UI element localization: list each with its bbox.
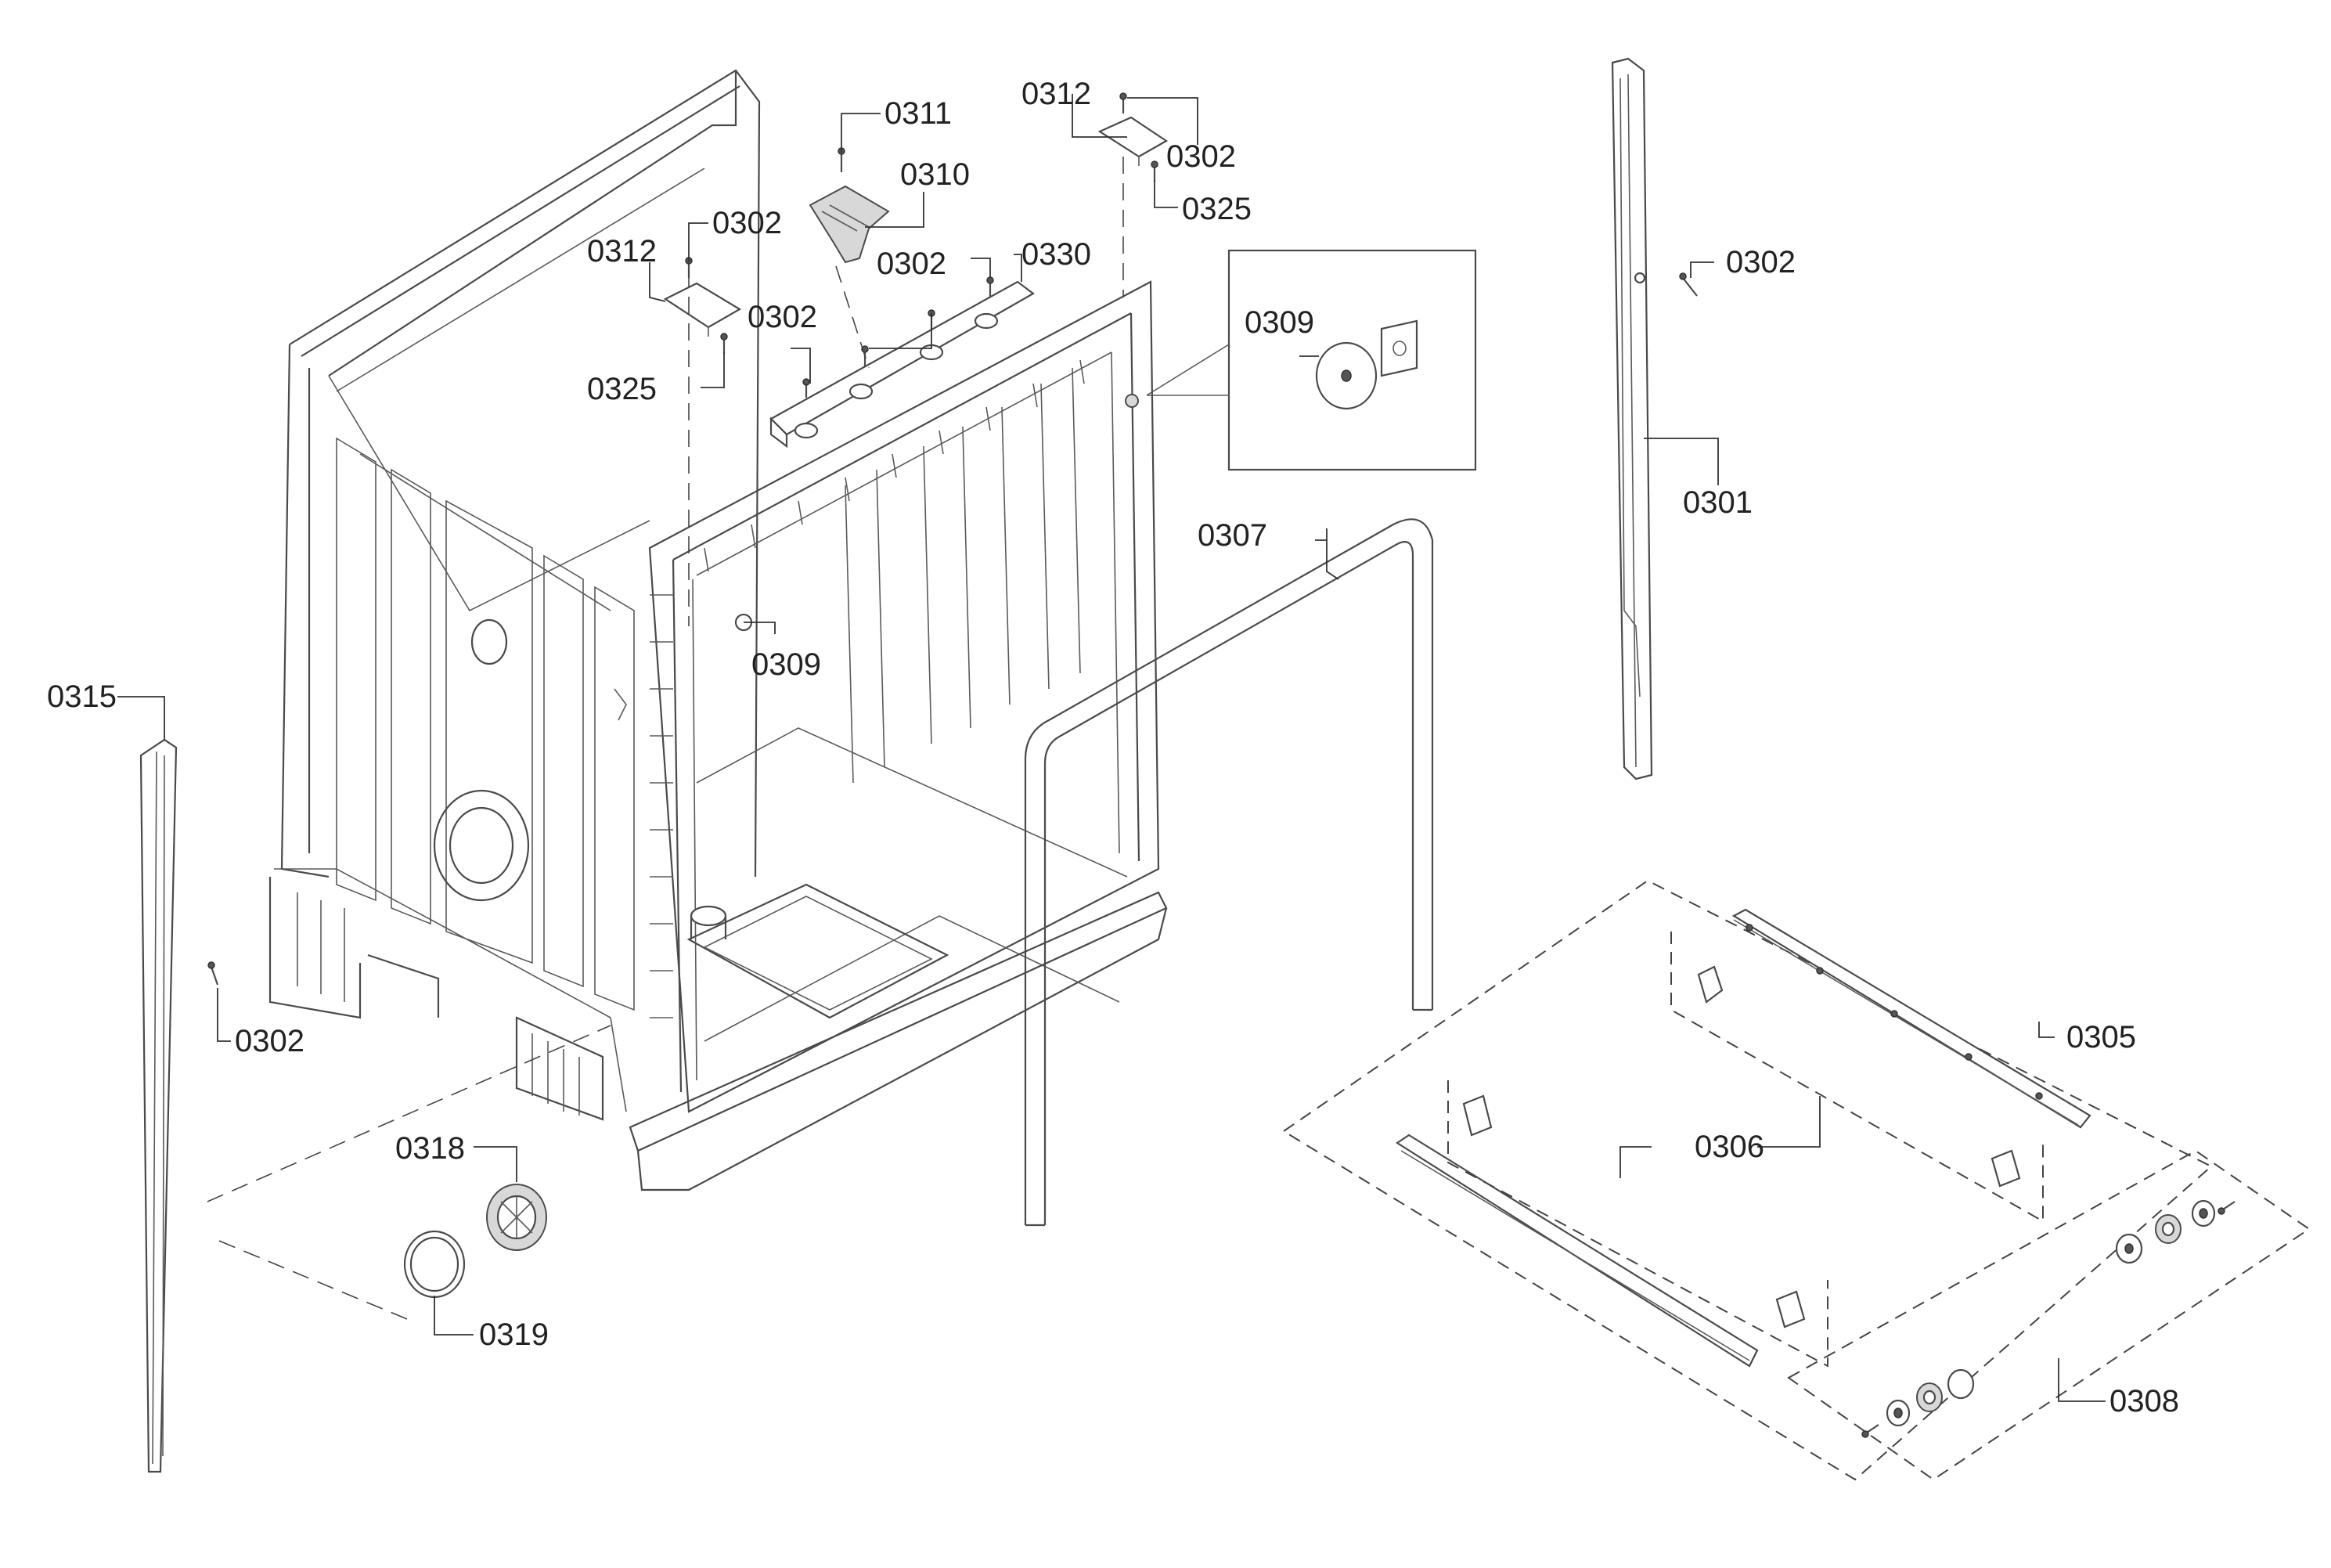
callout-0302-top-left: 0302 [712, 206, 782, 240]
mounting-bracket-0330 [769, 280, 1035, 449]
side-panel-ribs [336, 437, 635, 1011]
callout-0311: 0311 [884, 96, 952, 131]
callout-0302-trim: 0302 [1726, 245, 1796, 279]
sump-cap-0318 [486, 1184, 547, 1251]
callout-0319: 0319 [479, 1317, 549, 1352]
rollers-0308 [1886, 1199, 2216, 1427]
callout-0307: 0307 [1198, 518, 1267, 553]
callout-0312-left: 0312 [587, 234, 657, 269]
frame-teeth-left [650, 594, 673, 1018]
callout-0310: 0310 [900, 157, 970, 192]
centerline-sump-1 [207, 1025, 611, 1202]
tub-base [268, 868, 1168, 1191]
leader-lines [117, 94, 2106, 1402]
callout-0302-left-trim: 0302 [235, 1024, 304, 1058]
callout-0302-mid: 0302 [877, 247, 946, 281]
callout-0315: 0315 [47, 679, 117, 714]
front-frame [648, 280, 1160, 1113]
detail-box-0309 [1146, 249, 1477, 471]
rail-assembly [1282, 879, 2311, 1481]
dishwasher-tub [268, 69, 1168, 1191]
callout-0312-right: 0312 [1021, 77, 1091, 111]
callout-0302-bracket: 0302 [748, 300, 817, 334]
callout-0306: 0306 [1695, 1130, 1764, 1164]
centerline-sump-2 [218, 1240, 408, 1320]
seal-ring-0319 [403, 1230, 466, 1299]
callout-labels: 0311 0310 0312 0302 0325 0302 0312 0325 … [47, 77, 2179, 1418]
tub-floor [686, 727, 1128, 1042]
side-boss [470, 618, 508, 665]
bracket-0312-left [663, 282, 742, 337]
frame-teeth-top [704, 359, 1085, 572]
bracket-0312-right [1097, 116, 1169, 166]
side-trim-0301 [1611, 57, 1653, 780]
interior-ribs [845, 367, 1081, 784]
callout-0308: 0308 [2109, 1384, 2179, 1418]
centerline-hinge [835, 265, 870, 369]
callout-0301: 0301 [1683, 485, 1753, 520]
callout-0330: 0330 [1021, 237, 1091, 272]
screws [207, 92, 2236, 1438]
callout-0325-right: 0325 [1182, 192, 1252, 226]
sump-port [433, 789, 530, 902]
callout-0325-left: 0325 [587, 372, 657, 406]
callout-0318: 0318 [395, 1131, 465, 1166]
side-trim-0315 [139, 738, 178, 1473]
callout-0309-detail: 0309 [1245, 305, 1314, 340]
callout-0302-top-right: 0302 [1166, 139, 1236, 174]
door-gasket-0307 [1024, 518, 1434, 1227]
callout-0309-tub: 0309 [751, 647, 821, 682]
hinge-0310 [809, 185, 890, 264]
callout-0305: 0305 [2066, 1020, 2136, 1054]
